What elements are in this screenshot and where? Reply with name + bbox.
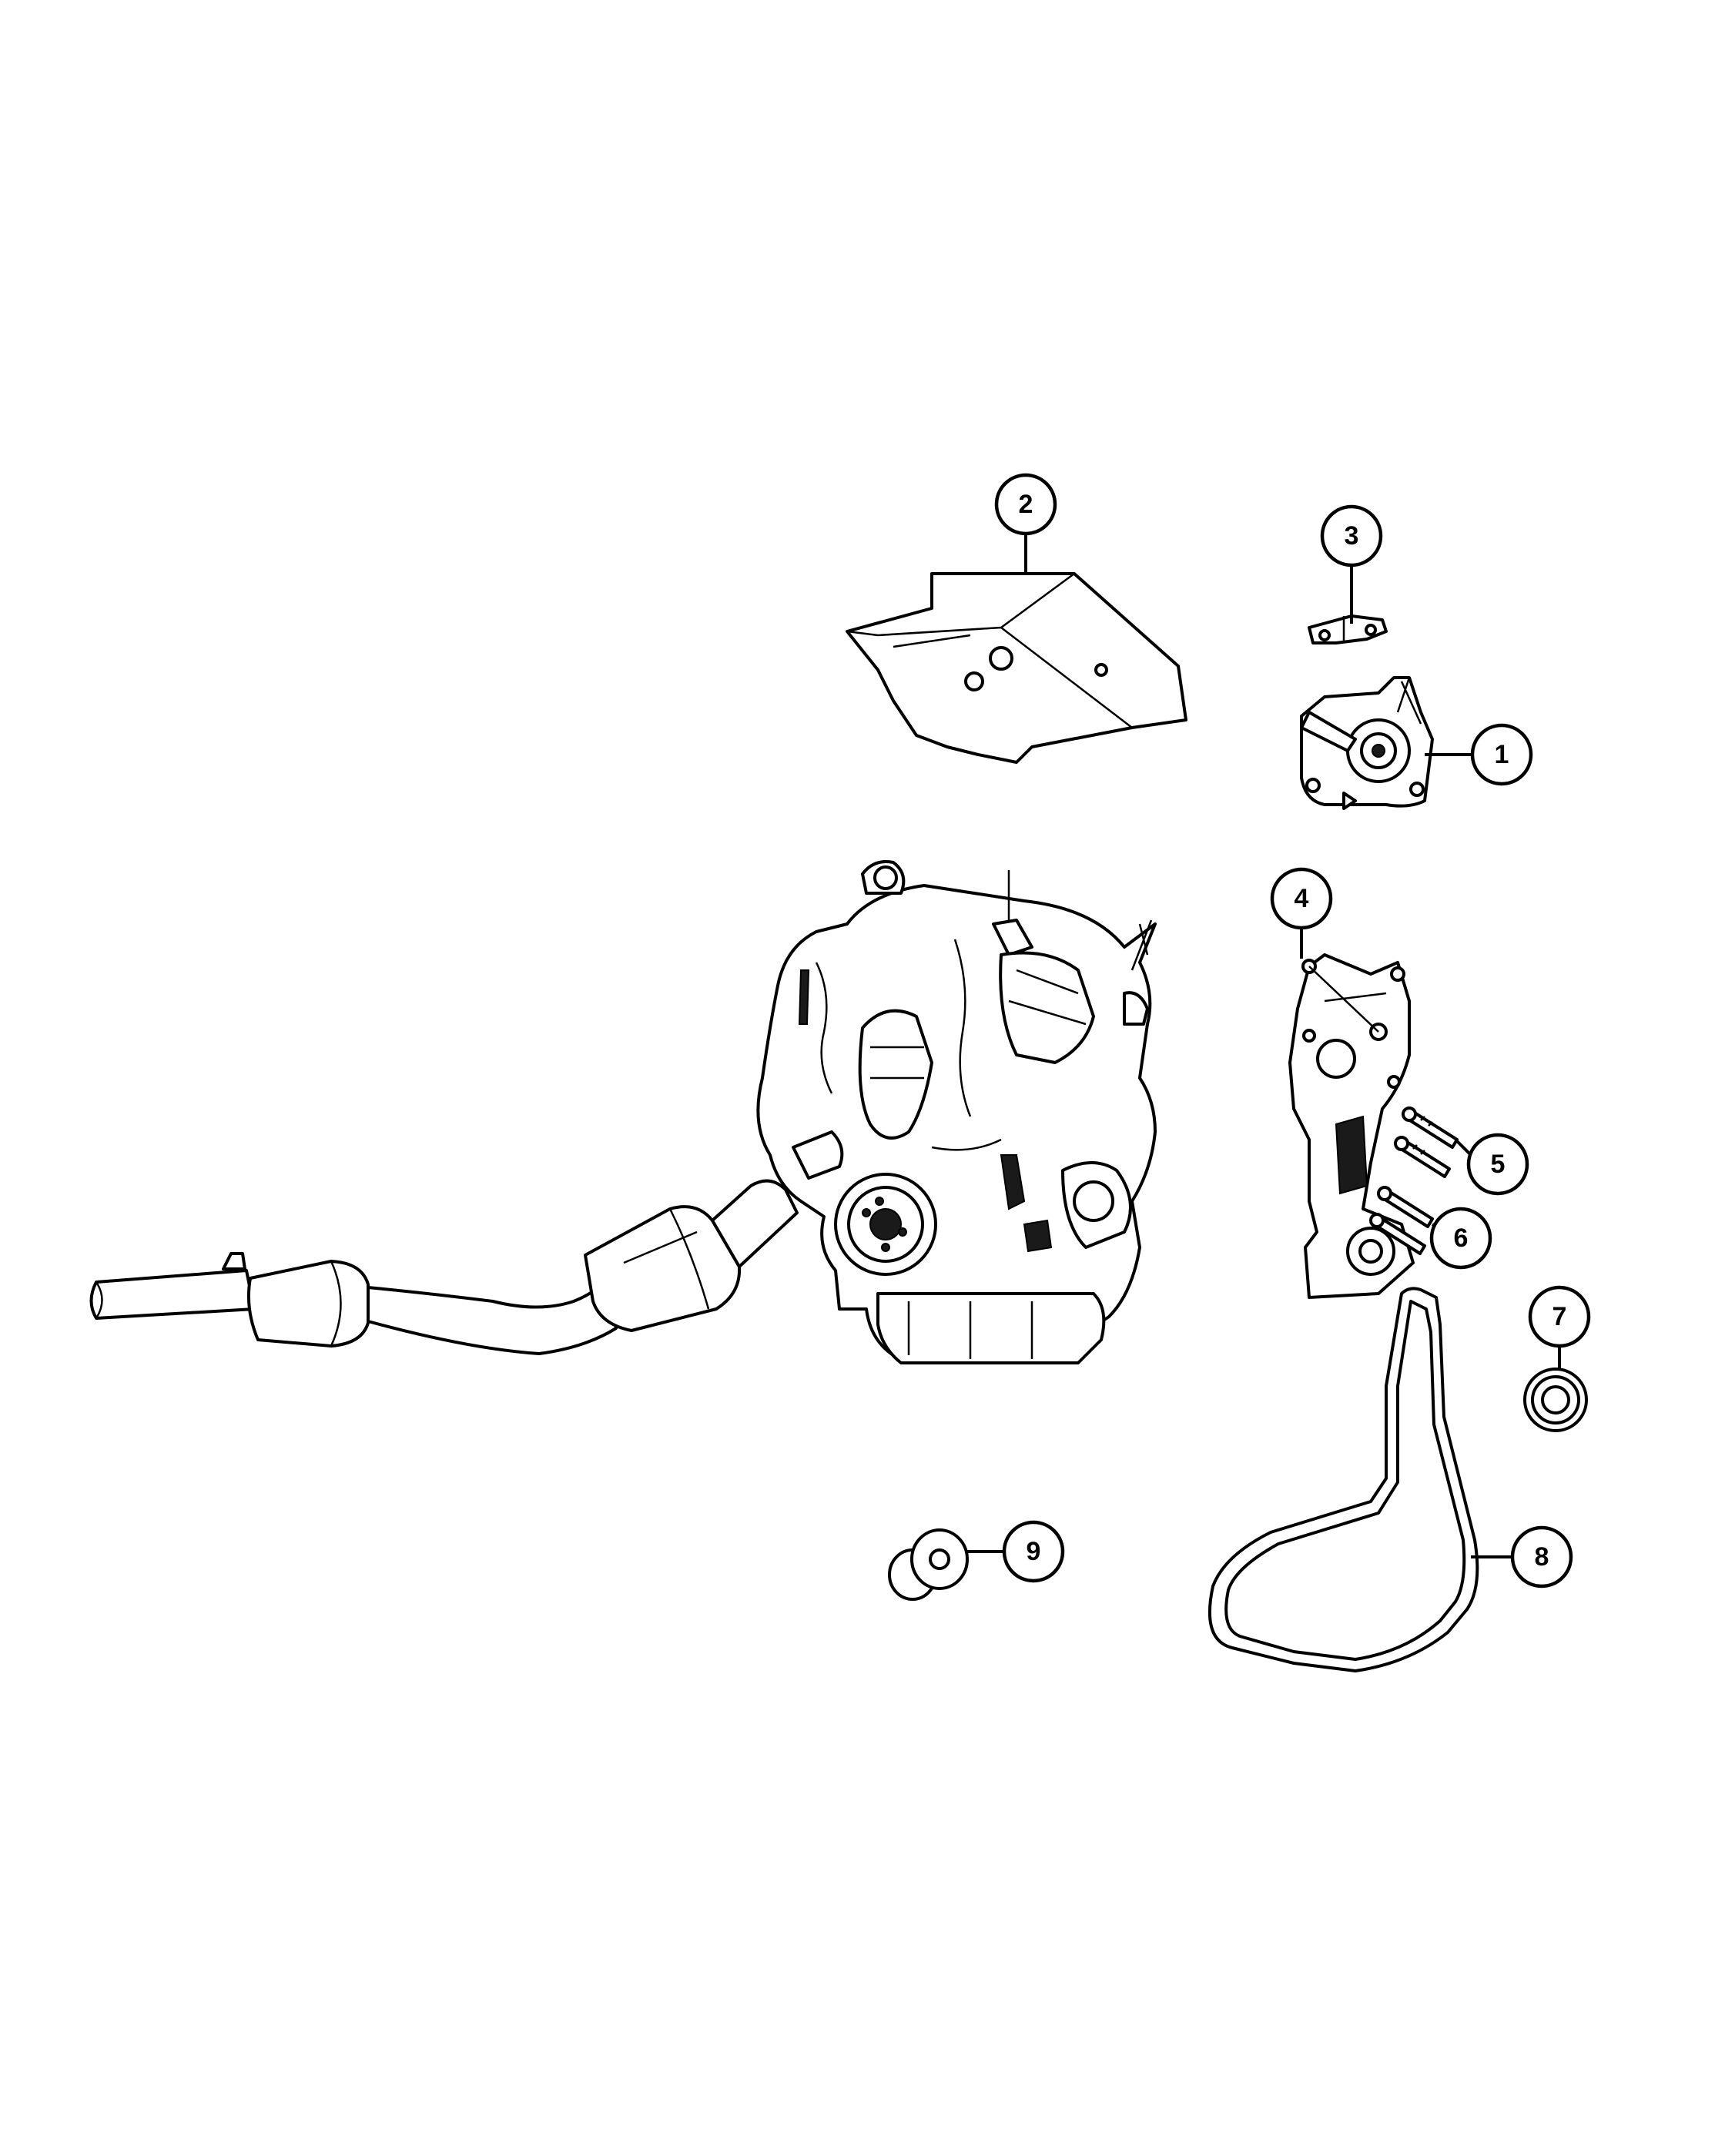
callout-6: 6 xyxy=(1429,1207,1492,1270)
callout-4: 4 xyxy=(1270,867,1333,930)
callout-number: 9 xyxy=(1027,1537,1041,1566)
part-9-washers xyxy=(888,1528,969,1601)
callout-number: 1 xyxy=(1495,740,1509,769)
callout-number: 7 xyxy=(1552,1302,1567,1331)
callout-number: 4 xyxy=(1295,884,1309,913)
part-5-bolts xyxy=(1394,1106,1459,1178)
callout-number: 8 xyxy=(1535,1542,1549,1572)
exhaust-pipe-assembly xyxy=(89,1179,799,1355)
part-7-seal xyxy=(1523,1368,1588,1432)
part-2-heat-shield xyxy=(846,572,1187,764)
callout-1: 1 xyxy=(1470,723,1533,786)
part-8-serpentine-belt xyxy=(1208,1287,1479,1672)
callout-8: 8 xyxy=(1510,1525,1573,1589)
callout-number: 6 xyxy=(1454,1224,1469,1253)
callout-number: 3 xyxy=(1345,521,1359,551)
callout-2: 2 xyxy=(994,473,1057,536)
callout-number: 2 xyxy=(1019,490,1033,519)
callout-9: 9 xyxy=(1002,1520,1065,1583)
part-6-bolts xyxy=(1369,1186,1434,1255)
part-1-belt-tensioner xyxy=(1300,676,1434,810)
callout-3: 3 xyxy=(1320,504,1383,567)
callout-7: 7 xyxy=(1528,1285,1591,1348)
callout-number: 5 xyxy=(1491,1150,1506,1179)
part-4-engine-bracket xyxy=(1288,953,1415,1299)
part-3-bracket xyxy=(1308,614,1388,644)
leader-lines xyxy=(966,535,1561,1558)
engine-assembly xyxy=(756,860,1157,1364)
callout-5: 5 xyxy=(1466,1133,1529,1196)
